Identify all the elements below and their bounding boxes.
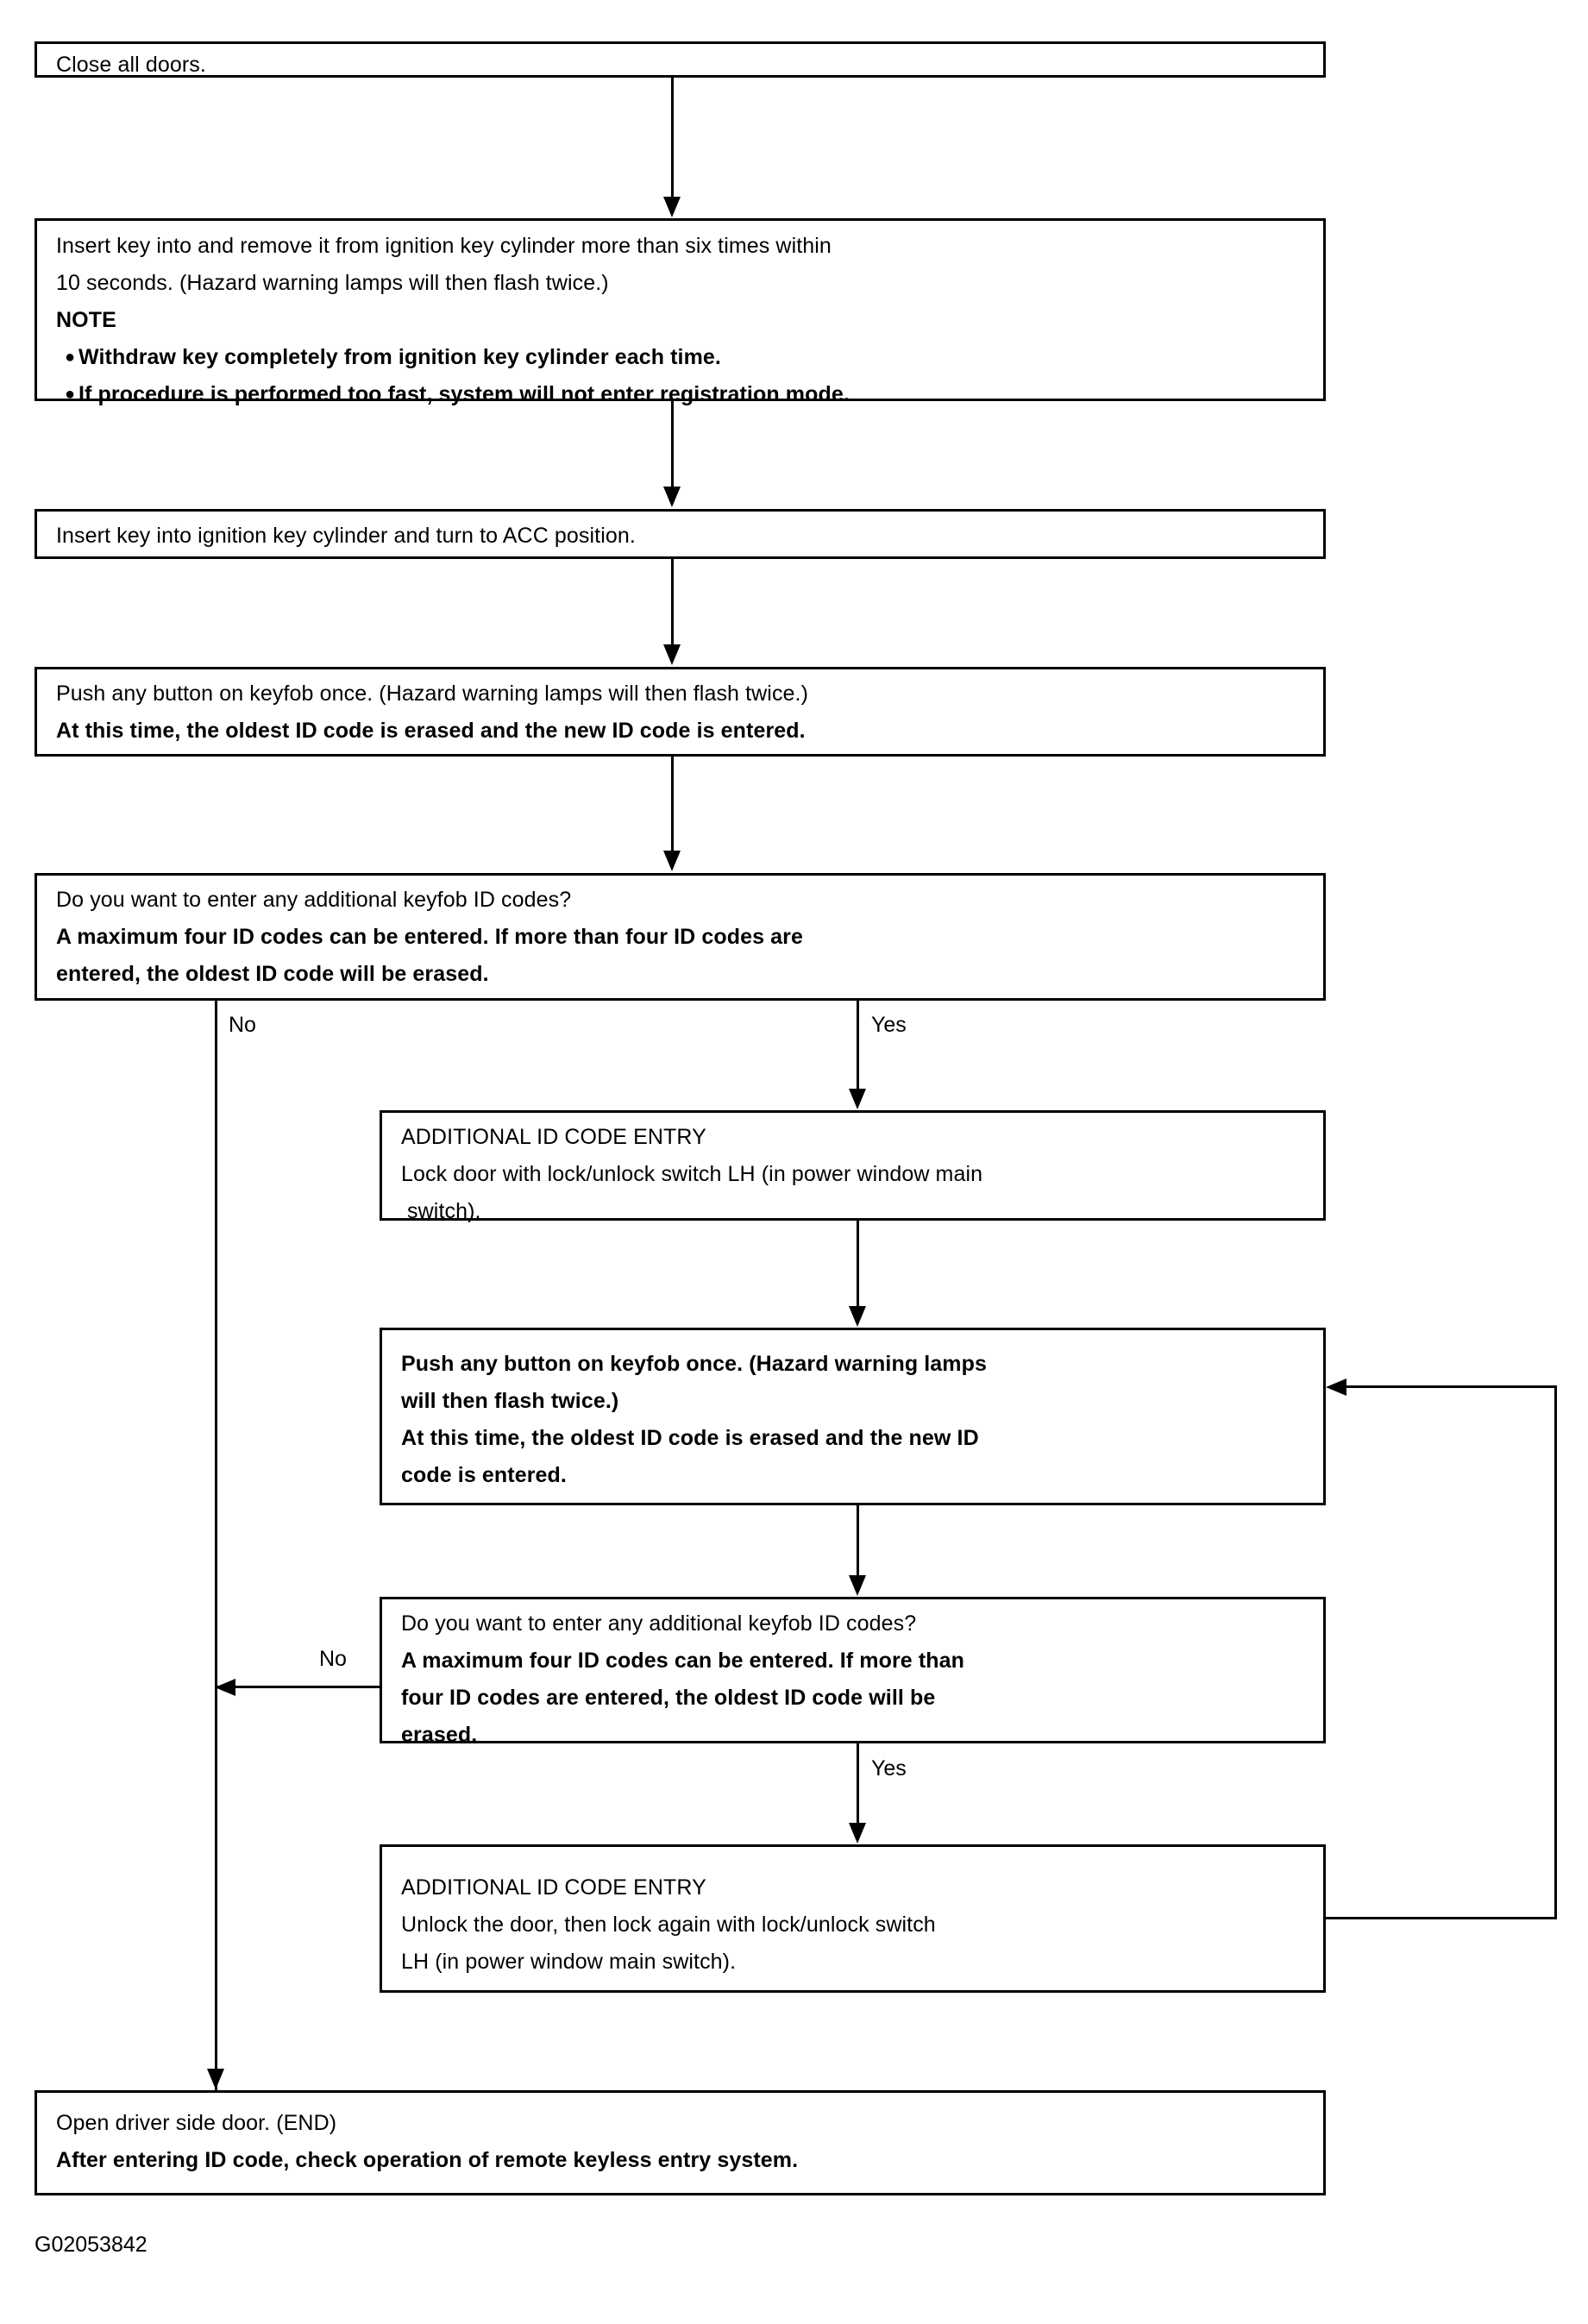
arrow-down-icon bbox=[663, 644, 681, 665]
arrow-down-icon bbox=[849, 1306, 866, 1327]
box-line: switch). bbox=[401, 1199, 481, 1223]
note-bullet-item: ● If procedure is performed too fast, sy… bbox=[56, 376, 1308, 413]
note-bullet-text: If procedure is performed too fast, syst… bbox=[78, 382, 850, 406]
step-box-end: Open driver side door. (END) After enter… bbox=[35, 2090, 1326, 2195]
connector-line bbox=[857, 1505, 859, 1576]
arrow-down-icon bbox=[849, 1575, 866, 1596]
box-line: Do you want to enter any additional keyf… bbox=[401, 1611, 917, 1636]
box-line: A maximum four ID codes can be entered. … bbox=[56, 925, 803, 949]
connector-line-yes-branch-2 bbox=[857, 1743, 859, 1825]
box-line: Do you want to enter any additional keyf… bbox=[56, 888, 572, 912]
box-line: Lock door with lock/unlock switch LH (in… bbox=[401, 1162, 983, 1186]
box-line: At this time, the oldest ID code is eras… bbox=[401, 1426, 979, 1450]
connector-line bbox=[671, 78, 674, 198]
figure-id-label: G02053842 bbox=[35, 2233, 148, 2257]
edge-label-yes-2: Yes bbox=[871, 1756, 907, 1781]
connector-line bbox=[671, 401, 674, 487]
box-line: erased. bbox=[401, 1723, 478, 1747]
step-box-push-keyfob-2: Push any button on keyfob once. (Hazard … bbox=[380, 1328, 1326, 1505]
box-line: will then flash twice.) bbox=[401, 1389, 619, 1413]
box-line: Insert key into and remove it from ignit… bbox=[56, 234, 832, 258]
note-bullet-item: ● Withdraw key completely from ignition … bbox=[56, 339, 1308, 376]
step-box-insert-remove-key: Insert key into and remove it from ignit… bbox=[35, 218, 1326, 406]
note-bullet-text: Withdraw key completely from ignition ke… bbox=[78, 345, 721, 369]
box-line: ADDITIONAL ID CODE ENTRY bbox=[401, 1125, 706, 1149]
step-box-push-keyfob-1: Push any button on keyfob once. (Hazard … bbox=[35, 667, 1326, 757]
connector-line-no-branch bbox=[215, 1001, 217, 2096]
box-line: LH (in power window main switch). bbox=[401, 1950, 737, 1974]
arrow-left-icon bbox=[1326, 1379, 1346, 1396]
step-box-close-doors: Close all doors. bbox=[35, 41, 1326, 78]
box-line: A maximum four ID codes can be entered. … bbox=[401, 1649, 965, 1673]
box-line: Push any button on keyfob once. (Hazard … bbox=[401, 1352, 987, 1376]
arrow-left-icon bbox=[215, 1679, 235, 1696]
connector-line-no-branch-2 bbox=[217, 1686, 381, 1688]
box-line: Close all doors. bbox=[56, 53, 206, 77]
box-line: code is entered. bbox=[401, 1463, 567, 1487]
note-heading: NOTE bbox=[56, 308, 116, 332]
edge-label-yes-1: Yes bbox=[871, 1013, 907, 1037]
arrow-down-icon bbox=[663, 487, 681, 507]
box-line: entered, the oldest ID code will be eras… bbox=[56, 962, 489, 986]
box-line: Push any button on keyfob once. (Hazard … bbox=[56, 681, 809, 706]
step-box-additional-entry-1: ADDITIONAL ID CODE ENTRY Lock door with … bbox=[380, 1110, 1326, 1223]
feedback-loop-line-right bbox=[1554, 1385, 1557, 1919]
box-line: Open driver side door. (END) bbox=[56, 2111, 337, 2135]
edge-label-no-2: No bbox=[319, 1647, 347, 1671]
box-line: four ID codes are entered, the oldest ID… bbox=[401, 1686, 936, 1710]
box-line: After entering ID code, check operation … bbox=[56, 2148, 799, 2172]
connector-line-yes-branch bbox=[857, 1001, 859, 1090]
box-line: At this time, the oldest ID code is eras… bbox=[56, 719, 806, 743]
connector-line bbox=[857, 1221, 859, 1307]
box-line: 10 seconds. (Hazard warning lamps will t… bbox=[56, 271, 609, 295]
arrow-down-icon bbox=[849, 1823, 866, 1843]
arrow-down-icon bbox=[663, 197, 681, 217]
connector-line bbox=[671, 559, 674, 645]
box-line: ADDITIONAL ID CODE ENTRY bbox=[401, 1875, 706, 1900]
arrow-down-icon bbox=[663, 851, 681, 871]
bullet-icon: ● bbox=[65, 385, 76, 404]
feedback-loop-line-bottom bbox=[1326, 1917, 1557, 1919]
step-box-turn-acc: Insert key into ignition key cylinder an… bbox=[35, 509, 1326, 559]
decision-box-additional-codes-1: Do you want to enter any additional keyf… bbox=[35, 873, 1326, 1001]
connector-line bbox=[671, 757, 674, 851]
arrow-down-icon bbox=[207, 2069, 224, 2089]
bullet-icon: ● bbox=[65, 348, 76, 367]
step-box-additional-entry-2: ADDITIONAL ID CODE ENTRY Unlock the door… bbox=[380, 1844, 1326, 1993]
decision-box-additional-codes-2: Do you want to enter any additional keyf… bbox=[380, 1597, 1326, 1747]
edge-label-no-1: No bbox=[229, 1013, 256, 1037]
arrow-down-icon bbox=[849, 1089, 866, 1109]
box-line: Unlock the door, then lock again with lo… bbox=[401, 1913, 936, 1937]
box-line: Insert key into ignition key cylinder an… bbox=[56, 524, 636, 548]
feedback-loop-line-top bbox=[1346, 1385, 1557, 1388]
